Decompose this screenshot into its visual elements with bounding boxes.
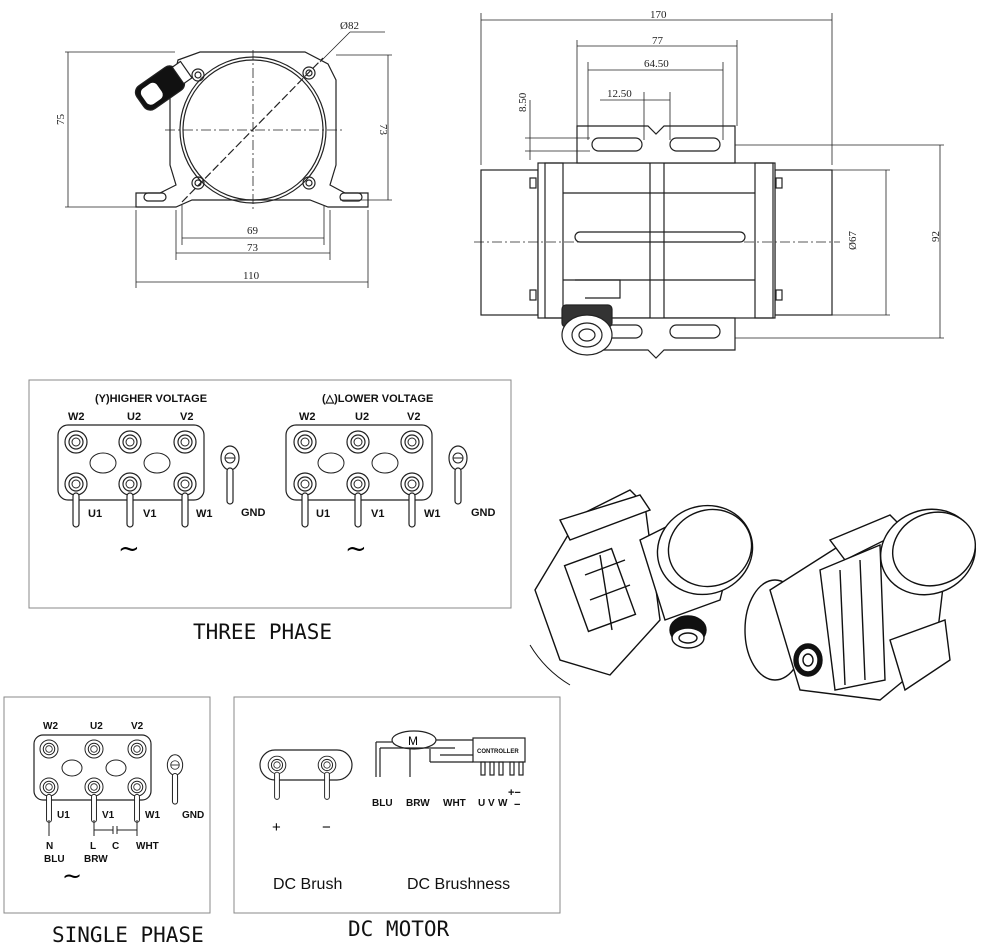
hv-w2: W2 [68, 411, 85, 423]
single-phase-title: SINGLE PHASE [52, 923, 204, 946]
lv-gnd: GND [471, 507, 496, 519]
three-phase-box [28, 379, 512, 609]
sp-ac-symbol: ~ [62, 862, 82, 890]
dc-blu: BLU [372, 798, 393, 809]
sp-v1: V1 [102, 810, 115, 821]
lv-u1: U1 [316, 508, 330, 520]
lower-terminal-block [285, 424, 468, 528]
sp-w1: W1 [145, 810, 160, 821]
dc-w: W [498, 798, 508, 809]
sp-w2: W2 [43, 721, 58, 732]
sp-gnd: GND [182, 810, 204, 821]
front-width-110: 110 [243, 270, 260, 282]
dc-brush-plus: + [272, 819, 281, 836]
front-height-73: 73 [377, 124, 389, 136]
lower-voltage-label: (△)LOWER VOLTAGE [322, 393, 433, 405]
hv-u1: U1 [88, 508, 102, 520]
hv-u2: U2 [127, 411, 141, 423]
side-width-170: 170 [650, 9, 667, 21]
front-width-69: 69 [247, 225, 259, 237]
sp-n: N [46, 841, 53, 852]
sp-l: L [90, 841, 96, 852]
single-phase-terminal-block [33, 734, 184, 836]
dc-plusminus: +− [508, 787, 521, 799]
side-height-8: 8.50 [517, 92, 529, 112]
dc-brush-terminal [259, 749, 353, 800]
dc-brw: BRW [406, 798, 430, 809]
dc-minus: − [514, 799, 520, 811]
sp-c: C [112, 841, 119, 852]
front-dia-label: Ø82 [340, 20, 359, 32]
dc-m-label: M [408, 734, 418, 748]
sp-v2: V2 [131, 721, 144, 732]
side-width-77: 77 [652, 35, 664, 47]
lv-w2: W2 [299, 411, 316, 423]
side-dia-67: Ø67 [847, 231, 859, 250]
side-width-64: 64.50 [644, 58, 669, 70]
front-height-75: 75 [55, 114, 67, 126]
three-phase-title: THREE PHASE [193, 620, 332, 644]
dc-wht: WHT [443, 798, 466, 809]
motor-render-right [744, 508, 977, 701]
sp-u1: U1 [57, 810, 70, 821]
hv-v1: V1 [143, 508, 156, 520]
dc-controller-label: CONTROLLER [477, 749, 519, 755]
dc-motor-title: DC MOTOR [348, 917, 450, 941]
lv-w1: W1 [424, 508, 441, 520]
dc-brushless-wiring [375, 730, 526, 777]
sp-brw: BRW [84, 854, 108, 865]
sp-wht: WHT [136, 841, 159, 852]
dc-v: V [488, 798, 495, 809]
sp-blu: BLU [44, 854, 65, 865]
dc-u: U [478, 798, 485, 809]
higher-terminal-block [57, 424, 240, 528]
dc-brush-minus: − [322, 819, 331, 836]
higher-voltage-label: (Y)HIGHER VOLTAGE [95, 393, 207, 405]
side-height-92: 92 [930, 231, 942, 242]
side-view-drawing [474, 13, 944, 359]
hv-w1: W1 [196, 508, 213, 520]
lv-v1: V1 [371, 508, 384, 520]
hv-gnd: GND [241, 507, 266, 519]
front-width-73: 73 [247, 242, 259, 254]
motor-render-left [529, 489, 754, 686]
side-width-12: 12.50 [607, 88, 632, 100]
front-view-drawing [65, 31, 392, 288]
dc-motor-box [233, 696, 561, 914]
lv-u2: U2 [355, 411, 369, 423]
hv-ac-symbol: ~ [118, 534, 140, 564]
sp-u2: U2 [90, 721, 103, 732]
hv-v2: V2 [180, 411, 193, 423]
dc-brushless-label: DC Brushness [407, 876, 510, 893]
lv-v2: V2 [407, 411, 420, 423]
lv-ac-symbol: ~ [345, 534, 367, 564]
single-phase-box [3, 696, 211, 914]
dc-brush-label: DC Brush [273, 876, 342, 893]
